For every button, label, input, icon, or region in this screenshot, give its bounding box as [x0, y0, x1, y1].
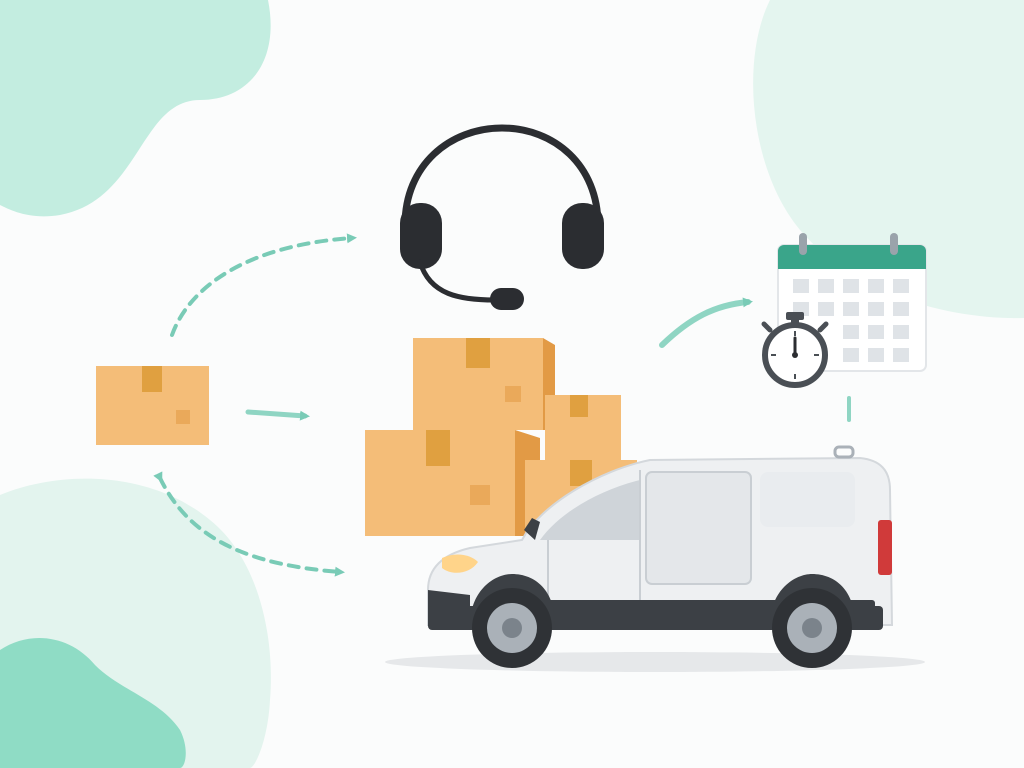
blob-bottom-left-dark — [0, 638, 186, 768]
rear-wheel — [772, 588, 852, 668]
blob-top-right — [753, 0, 1024, 319]
dashed-arrow-lower — [153, 471, 345, 577]
box-stack — [365, 338, 637, 538]
blob-top-left — [0, 0, 271, 217]
box-right-middle — [545, 395, 621, 461]
solid-arrow-right — [659, 297, 753, 348]
solid-arrow-middle — [245, 409, 310, 421]
box-bottom-left — [365, 430, 540, 536]
delivery-van-icon — [385, 445, 925, 672]
front-wheel — [472, 588, 552, 668]
dashed-arrow-upper — [170, 233, 357, 337]
package-box-icon — [96, 366, 209, 445]
box-top — [413, 338, 555, 430]
stopwatch-icon — [761, 312, 829, 388]
headset-icon — [400, 124, 604, 310]
